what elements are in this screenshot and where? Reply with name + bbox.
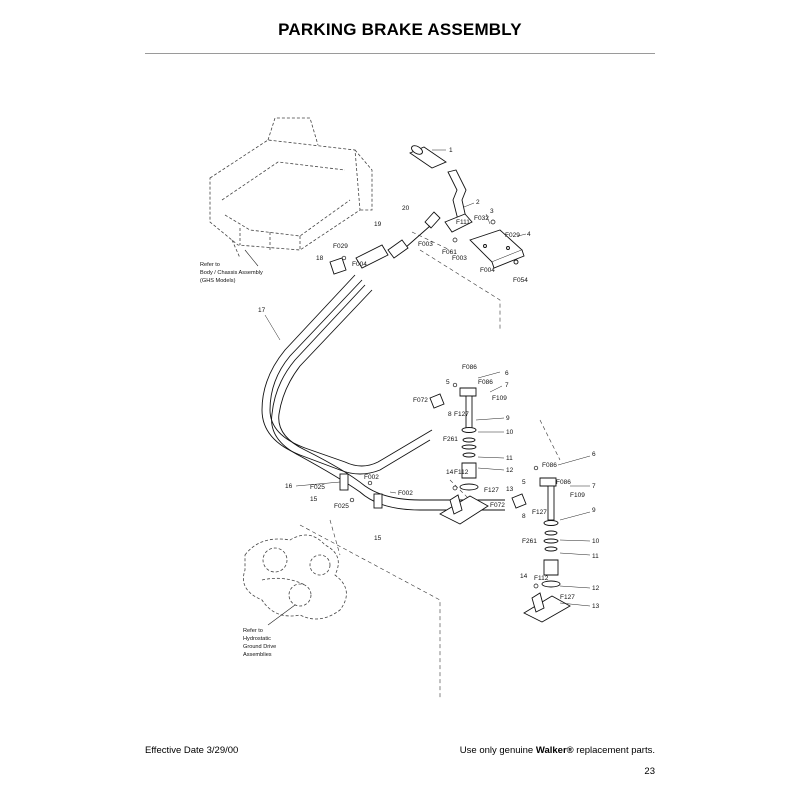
- callout-14-a: 14: [446, 469, 454, 476]
- chassis-note-line-3: (GHS Models): [200, 278, 236, 284]
- callout-F029-a: F029: [505, 232, 520, 239]
- callout-9-b: 9: [592, 507, 596, 514]
- brake-handle: [409, 145, 473, 233]
- callout-F002-a: F002: [364, 474, 379, 481]
- chassis-note-line-2: Body / Chassis Assembly: [200, 270, 263, 276]
- callout-18: 18: [316, 255, 324, 262]
- callout-F032: F032: [474, 215, 489, 222]
- callout-13-b: 13: [592, 603, 600, 610]
- page-title: PARKING BRAKE ASSEMBLY: [278, 20, 522, 39]
- callout-F072-b: F072: [490, 502, 505, 509]
- chassis-note-line-1: Refer to: [200, 262, 220, 268]
- callout-F086-d: F086: [556, 479, 571, 486]
- callout-5-b: 5: [522, 479, 526, 486]
- callout-F029-b: F029: [333, 243, 348, 250]
- callout-3: 3: [490, 208, 494, 215]
- lever-bracket: [469, 229, 525, 269]
- callouts: 1 2 3 4 20 19 18 17 F111 F032 F029 F029 …: [258, 147, 600, 610]
- callout-F086-a: F086: [462, 364, 477, 371]
- callout-F261-a: F261: [443, 436, 458, 443]
- callout-12-b: 12: [592, 585, 600, 592]
- hydro-note-line-3: Ground Drive: [243, 644, 276, 650]
- chassis-leader: [244, 249, 259, 267]
- callout-11-b: 11: [592, 553, 599, 560]
- callout-11-a: 11: [506, 455, 513, 462]
- hydro-leader: [267, 604, 296, 626]
- hardware-bits: [341, 219, 539, 589]
- callout-17: 17: [258, 307, 266, 314]
- callout-F003-b: F003: [418, 241, 433, 248]
- callout-F002-b: F002: [398, 490, 413, 497]
- callout-6-b: 6: [592, 451, 596, 458]
- callout-F004-b: F004: [480, 267, 495, 274]
- footer-notice: Use only genuine Walker® replacement par…: [460, 745, 655, 756]
- callout-7-a: 7: [505, 382, 509, 389]
- hydrostatic-outline: [243, 534, 347, 620]
- callout-13-a: 13: [506, 486, 514, 493]
- callout-F061: F061: [442, 249, 457, 256]
- callout-15-a: 15: [310, 496, 318, 503]
- page-number: 23: [644, 766, 655, 777]
- callout-F086-c: F086: [542, 462, 557, 469]
- callout-6-a: 6: [505, 370, 509, 377]
- callout-F004-a: F004: [352, 261, 367, 268]
- callout-9-a: 9: [506, 415, 510, 422]
- hydro-note-line-2: Hydrostatic: [243, 636, 271, 642]
- callout-F112-b: F112: [534, 575, 549, 582]
- callout-F111: F111: [456, 219, 470, 226]
- callout-16: 16: [285, 483, 293, 490]
- callout-F109-a: F109: [492, 395, 507, 402]
- footer-brand: Walker®: [535, 745, 574, 756]
- callout-F025-b: F025: [334, 503, 349, 510]
- callout-8-b: 8: [522, 513, 526, 520]
- hydro-note-line-1: Refer to: [243, 628, 263, 634]
- callout-F127-d: F127: [560, 594, 575, 601]
- reference-lines: [299, 231, 561, 700]
- callout-15-b: 15: [374, 535, 382, 542]
- callout-2: 2: [476, 199, 480, 206]
- callout-14-b: 14: [520, 573, 528, 580]
- callout-20: 20: [402, 205, 410, 212]
- chassis-outline: [209, 117, 373, 259]
- callout-8-a: 8: [448, 411, 452, 418]
- callout-7-b: 7: [592, 483, 596, 490]
- title-rule: [145, 53, 655, 54]
- leader-lines: [264, 149, 591, 607]
- callout-19: 19: [374, 221, 382, 228]
- callout-4: 4: [527, 231, 531, 238]
- callout-F054: F054: [513, 277, 528, 284]
- lower-caliper: [511, 477, 571, 623]
- callout-1: 1: [449, 147, 453, 154]
- callout-F112-a: F112: [454, 469, 469, 476]
- callout-5-a: 5: [446, 379, 450, 386]
- callout-F003-a: F003: [452, 255, 467, 262]
- callout-F261-b: F261: [522, 538, 537, 545]
- callout-F127-b: F127: [484, 487, 499, 494]
- callout-F072-a: F072: [413, 397, 428, 404]
- lever-linkage: [329, 211, 441, 275]
- upper-caliper: [429, 387, 489, 525]
- callout-F086-b: F086: [478, 379, 493, 386]
- callout-F127-a: F127: [454, 411, 469, 418]
- callout-F109-b: F109: [570, 492, 585, 499]
- footer-suffix: replacement parts.: [573, 745, 655, 756]
- callout-10-b: 10: [592, 538, 600, 545]
- callout-F127-c: F127: [532, 509, 547, 516]
- effective-date: Effective Date 3/29/00: [145, 745, 239, 756]
- footer-prefix: Use only genuine: [459, 745, 536, 756]
- callout-F025-a: F025: [310, 484, 325, 491]
- hydro-note-line-4: Assemblies: [243, 652, 272, 658]
- callout-10-a: 10: [506, 429, 514, 436]
- callout-12-a: 12: [506, 467, 514, 474]
